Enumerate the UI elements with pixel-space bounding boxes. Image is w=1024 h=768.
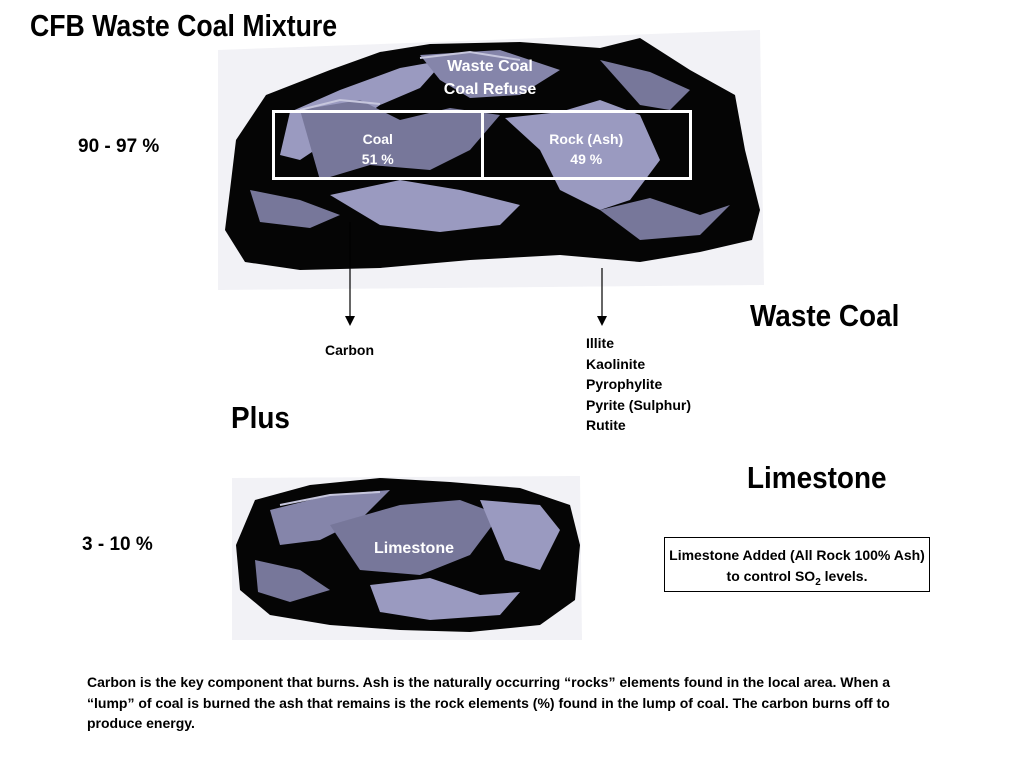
rock-cell: Rock (Ash) 49 % xyxy=(480,113,690,177)
composition-box: Coal 51 % Rock (Ash) 49 % xyxy=(272,110,692,180)
coal-cell: Coal 51 % xyxy=(275,113,481,177)
arrow-rock-to-minerals xyxy=(597,268,607,326)
coal-percent: 51 % xyxy=(361,151,394,167)
page-title: CFB Waste Coal Mixture xyxy=(30,8,338,43)
waste-coal-share: 90 - 97 % xyxy=(78,136,160,157)
rock-minerals-list: Illite Kaolinite Pyrophylite Pyrite (Sul… xyxy=(586,333,691,436)
waste-coal-label: Waste Coal Coal Refuse xyxy=(390,55,590,101)
mineral-item: Pyrite (Sulphur) xyxy=(586,396,692,413)
limestone-note-text: Limestone Added (All Rock 100% Ash) to c… xyxy=(669,547,925,584)
coal-name: Coal xyxy=(362,131,393,147)
carbon-label: Carbon xyxy=(325,342,374,358)
rock-name: Rock (Ash) xyxy=(549,131,624,147)
explanation-caption: Carbon is the key component that burns. … xyxy=(87,674,891,731)
mineral-item: Rutite xyxy=(586,417,626,433)
mineral-item: Kaolinite xyxy=(586,355,646,372)
limestone-heading: Limestone xyxy=(747,460,887,495)
mineral-item: Pyrophylite xyxy=(586,376,663,392)
limestone-share: 3 - 10 % xyxy=(82,534,153,555)
waste-coal-label-line2: Coal Refuse xyxy=(443,81,537,98)
mineral-item: Illite xyxy=(586,335,615,351)
waste-coal-lump xyxy=(218,30,764,290)
limestone-lump-label: Limestone xyxy=(373,540,454,557)
arrow-coal-to-carbon xyxy=(345,222,355,326)
waste-coal-label-line1: Waste Coal xyxy=(447,58,533,75)
limestone-lump xyxy=(232,476,582,640)
limestone-note-box: Limestone Added (All Rock 100% Ash) to c… xyxy=(664,537,930,592)
limestone-note-subscript: 2 xyxy=(815,576,821,588)
plus-label: Plus xyxy=(231,400,290,435)
rock-percent: 49 % xyxy=(570,151,603,167)
waste-coal-heading: Waste Coal xyxy=(750,298,900,333)
limestone-note-end: levels. xyxy=(820,568,868,584)
